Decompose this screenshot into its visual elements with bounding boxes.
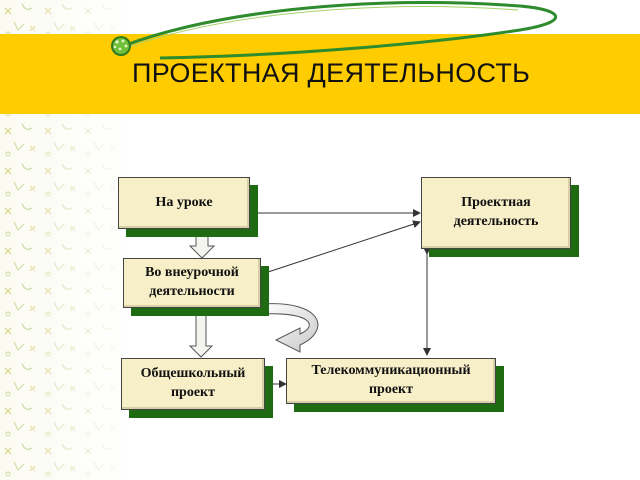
green-orb-icon [111,36,131,56]
node-telekom-label-line1: Телекоммуникационный [311,363,471,379]
page-title: ПРОЕКТНАЯ ДЕЯТЕЛЬНОСТЬ [132,58,531,88]
node-obshcheshkolny-label-line2: проект [170,385,215,400]
node-proektnaya-deyatelnost: Проектная деятельность [421,177,579,257]
node-telekommunikatsionny: Телекоммуникационный проект [286,358,504,412]
node-proektnaya-label-line2: деятельность [453,214,539,229]
node-telekom-label-line2: проект [368,382,413,397]
node-obshcheshkolny: Общешкольный проект [121,358,273,418]
node-vo-vneurochnoy-label-line1: Во внеурочной [145,265,239,281]
curved-arrow-vneuroch-telekom [261,303,319,353]
block-arrow-vneuroch-down [188,311,214,358]
connector-vneuroch-proekt [254,220,421,280]
node-vo-vneurochnoy: Во внеурочной деятельности [123,258,269,316]
node-na-uroke: На уроке [118,177,258,237]
swoosh-ornament [117,1,557,60]
node-obshcheshkolny-label-line1: Общешкольный [140,366,246,382]
node-proektnaya-label-line1: Проектная [461,195,531,211]
title-band [0,34,640,114]
node-na-uroke-label: На уроке [155,194,213,210]
node-vo-vneurochnoy-label-line2: деятельности [149,284,235,299]
